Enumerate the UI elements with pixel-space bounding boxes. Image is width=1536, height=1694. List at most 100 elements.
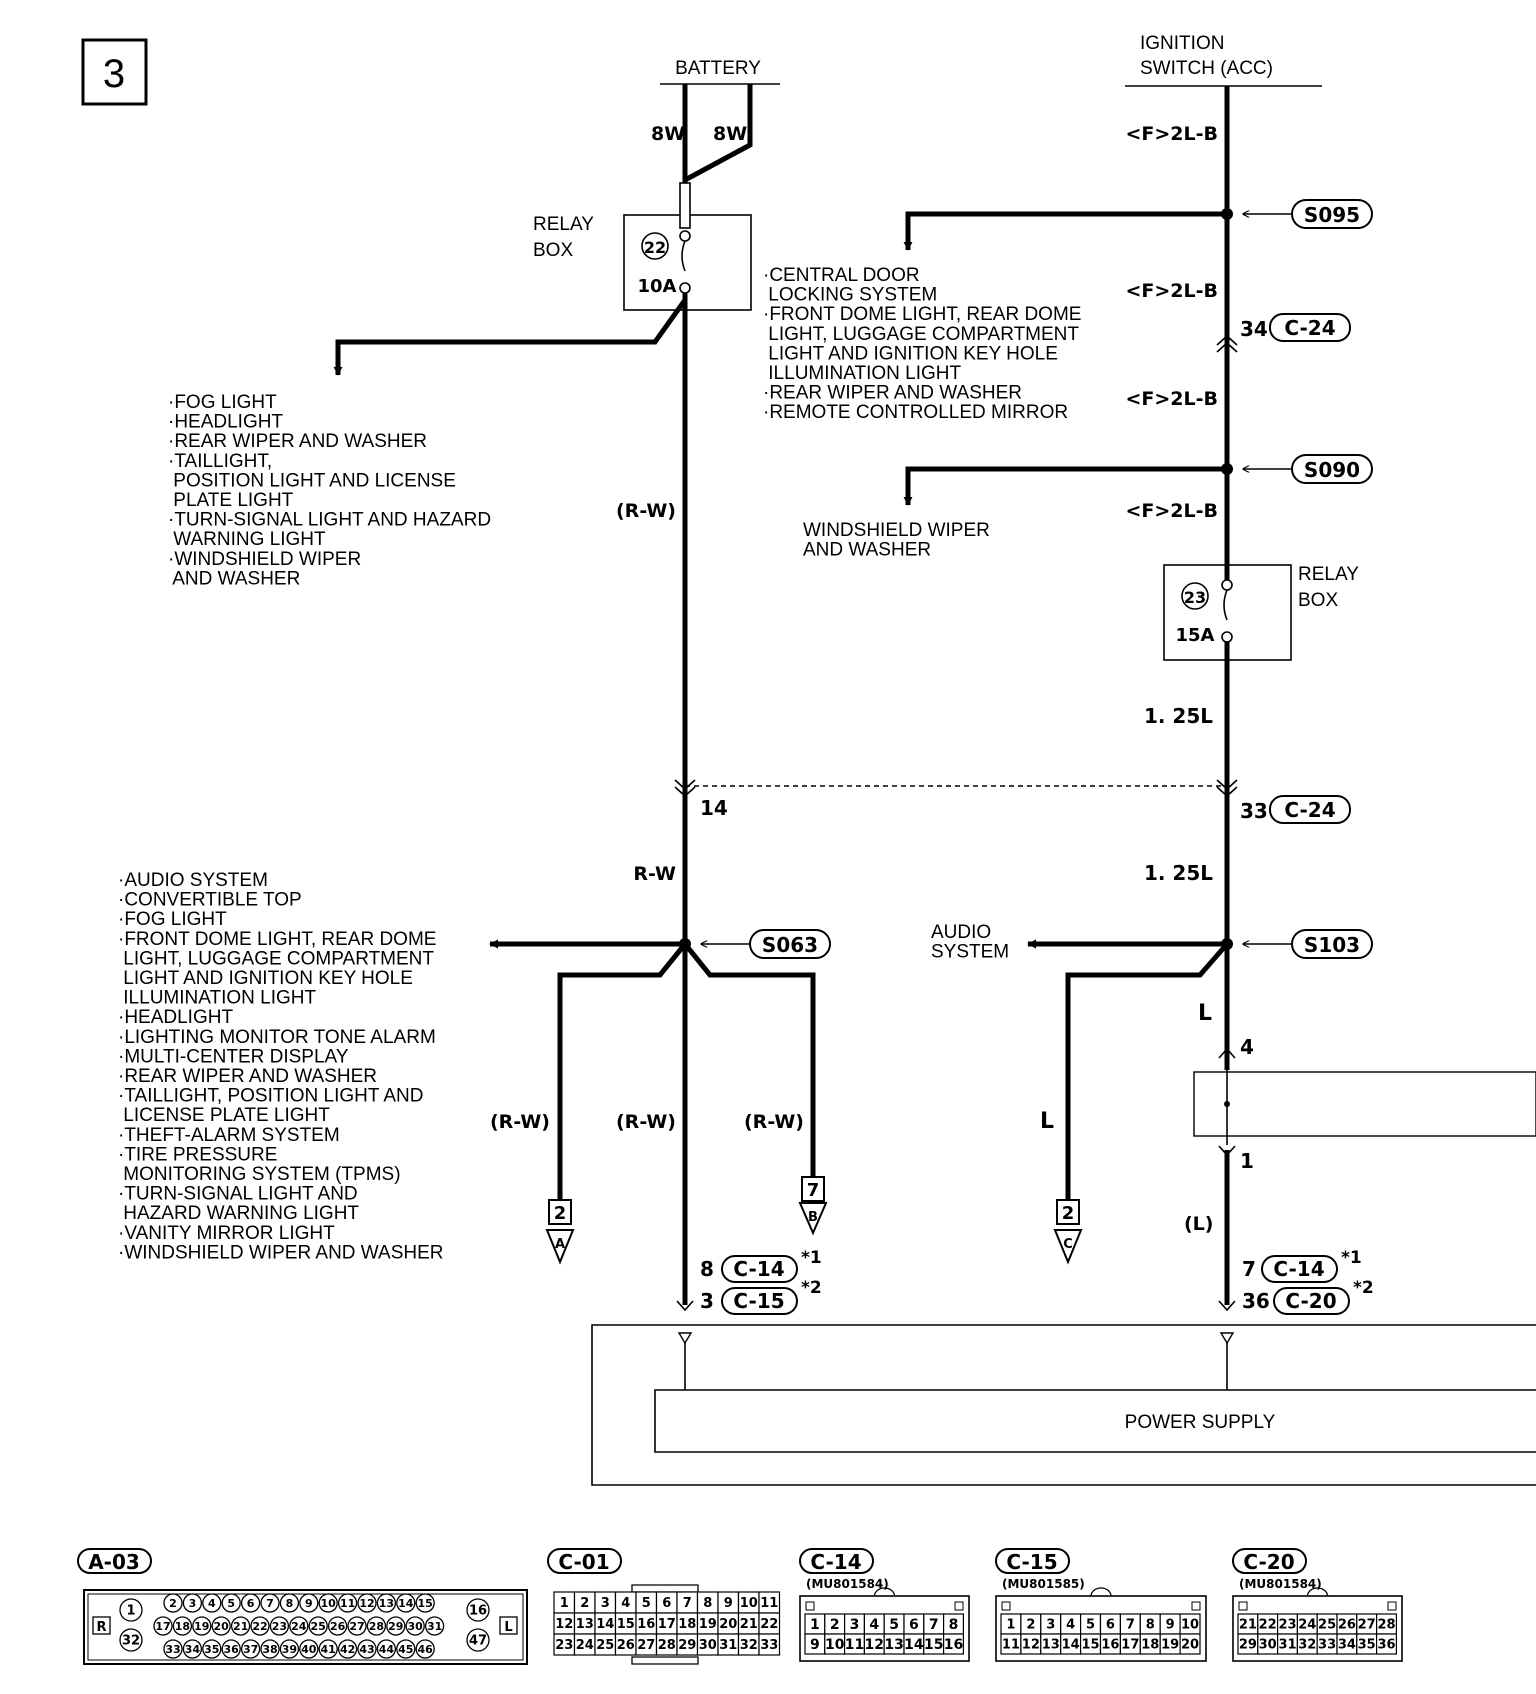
list-item: WARNING LIGHT [168, 529, 326, 550]
connector-pin-label: 27 [349, 1620, 364, 1633]
list-item: POSITION LIGHT AND LICENSE [168, 470, 456, 491]
relay-box-22: 22 10A [623, 180, 752, 311]
left-c14-pin: 8 [700, 1257, 714, 1281]
svg-text:(MU801584): (MU801584) [806, 1577, 889, 1591]
list-item: SYSTEM [931, 942, 1009, 963]
connector-pin-label: 32 [740, 1638, 758, 1653]
list-item: AND WASHER [168, 568, 300, 589]
connector-cell [942, 1633, 964, 1655]
connector-pin [405, 1616, 425, 1636]
list-item: ·FRONT DOME LIGHT, REAR DOME [763, 304, 1081, 325]
connector-pin-label: 31 [427, 1620, 442, 1633]
a03-mark-l: L [504, 1620, 512, 1635]
connector-pin-label: 23 [272, 1620, 287, 1633]
connector-pin-label: 28 [1377, 1618, 1395, 1633]
connector-pin-label: 9 [305, 1597, 313, 1610]
list-item: ·REAR WIPER AND WASHER [168, 431, 427, 452]
connector-pin-label: 44 [379, 1643, 395, 1656]
connector-pin [202, 1593, 222, 1613]
list-item: LIGHT, LUGGAGE COMPARTMENT [118, 948, 434, 969]
connector-c24-joint: 14 33 C-24 [674, 779, 1351, 824]
svg-text:C-01: C-01 [558, 1550, 609, 1574]
list-item: ·TAILLIGHT, [168, 451, 272, 472]
list-item: LICENSE PLATE LIGHT [118, 1105, 330, 1126]
connector-pin [396, 1639, 416, 1659]
connector-pin-label: 7 [929, 1617, 939, 1633]
flag-c: 2 C [1053, 1199, 1083, 1265]
ign-label-1: IGNITION [1140, 33, 1224, 54]
connector-pin [230, 1616, 251, 1636]
connector-pin-label: 14 [398, 1597, 414, 1610]
connector-pin-label: 13 [379, 1597, 394, 1610]
connector-pin-label: 34 [1338, 1638, 1356, 1653]
relay-box-left-label-1: RELAY [533, 214, 594, 235]
connector-pin [299, 1593, 319, 1613]
splice-s090: S090 [1291, 454, 1373, 484]
connector-pin-label: 14 [904, 1637, 924, 1653]
connector-pin [396, 1593, 416, 1613]
connector-pin [337, 1593, 358, 1613]
connector-pin-label: 3 [850, 1617, 860, 1633]
page-number-box: 3 [81, 38, 148, 106]
connector-pin-label: 36 [1377, 1638, 1395, 1653]
wire-right-125l-lower: 1. 25L [1144, 861, 1213, 885]
wire-right-125l-upper: 1. 25L [1144, 704, 1213, 728]
list-item: ·FOG LIGHT [118, 909, 227, 930]
connector-pin-label: 16 [944, 1637, 963, 1653]
connector-pin-label: 24 [1298, 1618, 1316, 1633]
connector-pin-label: 5 [227, 1597, 235, 1610]
connector-pin-label: 7 [1126, 1618, 1135, 1633]
connector-pin-label: 28 [658, 1638, 676, 1653]
list-item: ·CONVERTIBLE TOP [118, 890, 302, 911]
connector-pin-label: 7 [683, 1596, 692, 1611]
connector-pin-label: 24 [291, 1620, 307, 1633]
relay-22-rating: 10A [638, 276, 677, 297]
right-c14-pin: 7 [1242, 1257, 1256, 1281]
wire-left-rw-lower: R-W [633, 863, 676, 885]
svg-text:B: B [808, 1210, 818, 1225]
battery-wire-left: 8W [651, 123, 685, 145]
connector-pin [202, 1639, 222, 1659]
connector-pin-label: 40 [301, 1643, 317, 1656]
battery-feed: BATTERY 8W 8W 22 10A RELAY BOX (R-W) [333, 58, 780, 1305]
connector-pin [357, 1639, 377, 1659]
connector-pin-label: 45 [398, 1643, 413, 1656]
connector-pin-label: 12 [865, 1637, 884, 1653]
connector-pin-label: 27 [1358, 1618, 1376, 1633]
splice-s063: S063 [749, 929, 831, 959]
battery-label: BATTERY [675, 58, 761, 79]
connector-pin-label: 19 [699, 1617, 717, 1632]
branch-center-wire: (R-W) [616, 1111, 676, 1133]
connector-pin-label: 46 [418, 1643, 434, 1656]
list-item: LOCKING SYSTEM [763, 285, 937, 306]
connector-pin [299, 1639, 319, 1659]
list-item: ·FOG LIGHT [168, 392, 277, 413]
connector-pin-label: 12 [359, 1597, 374, 1610]
connector-pin-label: 10 [321, 1597, 337, 1610]
connector-pin-label: 27 [637, 1638, 655, 1653]
connector-pin-label: 26 [330, 1620, 346, 1633]
connector-cell [1375, 1633, 1397, 1655]
svg-text:C-14: C-14 [810, 1550, 861, 1574]
connector-pin [289, 1616, 309, 1636]
connector-pin-label: 2 [1026, 1618, 1035, 1633]
svg-text:S103: S103 [1304, 933, 1360, 957]
connector-pin-label: 26 [1338, 1618, 1356, 1633]
connector-pin [211, 1616, 231, 1636]
power-supply-label: POWER SUPPLY [1125, 1412, 1276, 1433]
svg-text:C: C [1063, 1237, 1073, 1252]
svg-text:C-15: C-15 [1006, 1550, 1057, 1574]
svg-text:C-14: C-14 [733, 1257, 784, 1281]
connector-pin-label: 15 [418, 1597, 433, 1610]
list-item: ·WINDSHIELD WIPER [168, 549, 361, 570]
battery-branch-list: ·FOG LIGHT·HEADLIGHT·REAR WIPER AND WASH… [168, 392, 491, 589]
svg-text:7: 7 [807, 1180, 820, 1201]
left-pin-14: 14 [700, 796, 728, 820]
connector-pin-label: 4 [1066, 1618, 1075, 1633]
right-c20-note: *2 [1353, 1278, 1374, 1298]
connector-pin-label: 37 [243, 1643, 258, 1656]
flag-a: 2 A [545, 1199, 575, 1265]
svg-text:C-20: C-20 [1285, 1289, 1336, 1313]
connector-pin-label: 11 [845, 1637, 864, 1653]
